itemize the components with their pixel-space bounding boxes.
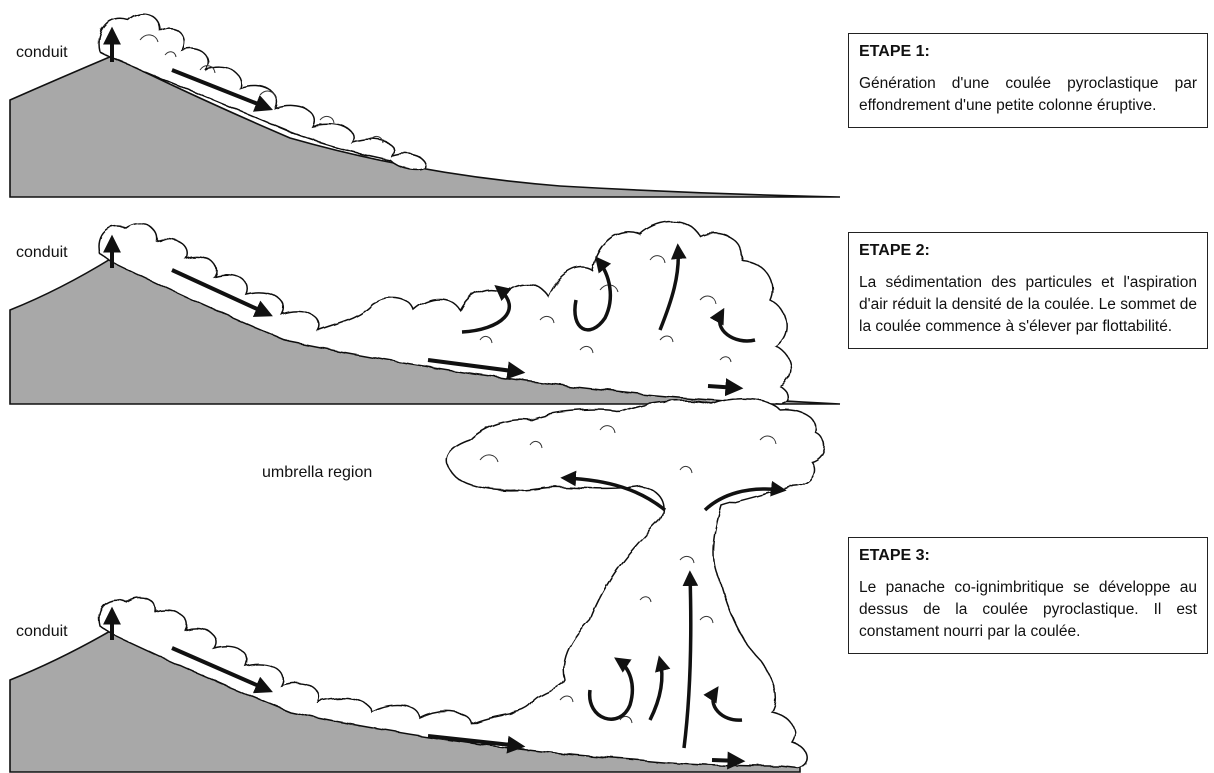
stage-1-panel (10, 14, 840, 197)
step-1-title: ETAPE 1: (859, 43, 1197, 61)
stage-2-panel (10, 221, 840, 404)
step-3-title: ETAPE 3: (859, 547, 1197, 565)
step-3-text: Le panache co-ignimbritique se développe… (859, 577, 1197, 643)
step-2-text: La sédimentation des particules et l'asp… (859, 272, 1197, 338)
conduit-label-1: conduit (16, 44, 68, 62)
conduit-label-2: conduit (16, 244, 68, 262)
step-3-box: ETAPE 3: Le panache co-ignimbritique se … (848, 537, 1208, 654)
conduit-label-3: conduit (16, 623, 68, 641)
stage-3-panel (10, 399, 825, 772)
step-2-box: ETAPE 2: La sédimentation des particules… (848, 232, 1208, 349)
step-2-title: ETAPE 2: (859, 242, 1197, 260)
umbrella-region-label: umbrella region (262, 464, 372, 482)
volcano-slope-1 (10, 56, 840, 197)
flow-arrow-2c (708, 386, 738, 388)
step-1-text: Génération d'une coulée pyroclastique pa… (859, 73, 1197, 117)
flow-arrow-3c (712, 760, 740, 761)
step-1-box: ETAPE 1: Génération d'une coulée pyrocla… (848, 33, 1208, 128)
